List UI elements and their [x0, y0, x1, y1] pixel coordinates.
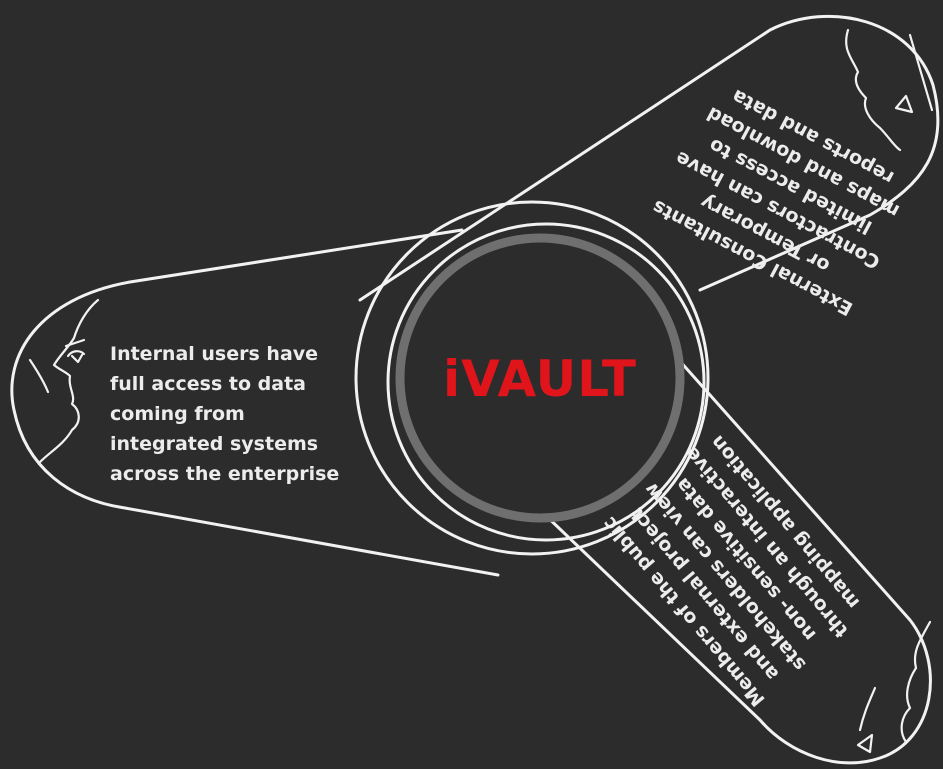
ivault-title: iVAULT: [443, 350, 637, 408]
internal-users-lobe: Internal users have full access to data …: [10, 228, 500, 577]
head-profile-icon: [856, 620, 932, 754]
internal-line-2: full access to data: [110, 373, 306, 395]
head-profile-icon: [845, 28, 934, 152]
internal-line-3: coming from: [110, 403, 245, 425]
center-hub: iVAULT: [354, 200, 710, 556]
head-profile-icon: [28, 298, 100, 464]
internal-lobe-outline: [10, 228, 500, 577]
outer-white-ring: [354, 200, 710, 556]
inner-white-ring: [386, 222, 706, 542]
consultants-lobe-outline: [358, 14, 940, 302]
internal-line-4: integrated systems: [110, 433, 318, 455]
public-lobe-outline: [538, 348, 932, 765]
internal-line-1: Internal users have: [110, 343, 318, 365]
internal-users-text: Internal users have full access to data …: [110, 343, 339, 485]
grey-ring: [395, 233, 685, 523]
internal-line-5: across the enterprise: [110, 463, 339, 485]
consultants-text: External Consultants or Temporary Contra…: [641, 72, 922, 321]
